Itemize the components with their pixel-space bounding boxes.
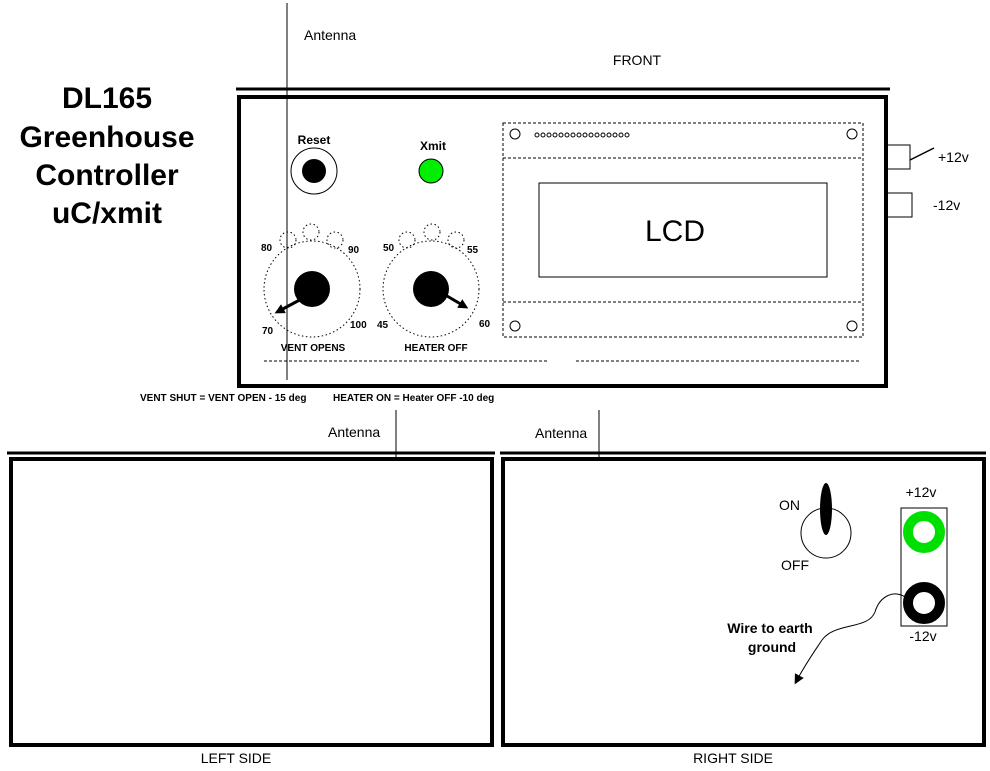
lcd-board-outline: [502, 122, 864, 338]
front-antenna-label: Antenna: [304, 27, 356, 43]
vent-dial-scale: [263, 240, 361, 338]
vent-dial-ear-1: [279, 231, 297, 249]
reset-button: [302, 159, 326, 183]
terminal-minus12: [903, 582, 945, 624]
front-minus12-label: -12v: [933, 197, 960, 213]
lcd-header-pins: [534, 132, 630, 138]
lcd-mount-hole-br: [846, 320, 858, 332]
right-side-label: RIGHT SIDE: [693, 750, 773, 766]
heater-tick-60: 60: [479, 319, 491, 330]
xmit-label: Xmit: [420, 139, 446, 153]
note-vent: VENT SHUT = VENT OPEN - 15 deg: [140, 393, 306, 404]
heater-dial-ear-3: [447, 231, 465, 249]
front-plus12-connector: [886, 144, 911, 170]
reset-label: Reset: [298, 133, 331, 147]
right-panel: [501, 457, 986, 747]
title-line-4: uC/xmit: [52, 197, 162, 230]
lcd-mount-hole-tr: [846, 128, 858, 140]
vent-dial: 80 90 70 100 VENT OPENS: [261, 223, 367, 354]
vent-knob-pointer: [274, 285, 325, 314]
vent-tick-80: 80: [261, 243, 273, 254]
xmit-led: [418, 158, 444, 184]
heater-off-label: HEATER OFF: [404, 343, 467, 354]
front-plus12-lead: [909, 147, 935, 161]
heater-knob-pointer: [429, 284, 469, 309]
heater-dial-ear-2: [423, 223, 441, 241]
vent-dial-ear-2: [302, 223, 320, 241]
binding-posts: +12v -12v: [900, 484, 948, 644]
heater-dial-ear-1: [398, 231, 416, 249]
note-heater: HEATER ON = Heater OFF -10 deg: [333, 393, 494, 404]
heater-tick-55: 55: [467, 245, 479, 256]
front-minus12-connector: [886, 192, 913, 218]
ground-wire-label-2: ground: [748, 639, 796, 655]
heater-tick-45: 45: [377, 320, 389, 331]
off-label: OFF: [781, 557, 809, 573]
front-plus12-label: +12v: [938, 149, 969, 165]
terminal-plus12: [903, 511, 945, 553]
lcd-module: LCD: [502, 122, 864, 338]
lcd-screen: [538, 182, 828, 278]
vent-tick-70: 70: [262, 326, 274, 337]
vent-opens-label: VENT OPENS: [281, 343, 346, 354]
power-switch-lever: [820, 483, 832, 535]
post-minus12-label: -12v: [909, 628, 936, 644]
right-antenna-label: Antenna: [535, 425, 587, 441]
ground-wire-label-1: Wire to earth: [727, 620, 812, 636]
on-label: ON: [779, 497, 800, 513]
heater-tick-50: 50: [383, 243, 395, 254]
title-line-1: DL165: [62, 82, 152, 115]
heater-knob: [413, 271, 449, 307]
front-panel: [237, 95, 888, 388]
ground-wire: [794, 593, 906, 685]
post-plus12-label: +12v: [906, 484, 937, 500]
left-panel: [9, 457, 494, 747]
left-side-label: LEFT SIDE: [201, 750, 272, 766]
front-power-connectors: +12v -12v: [886, 144, 969, 218]
left-antenna-label: Antenna: [328, 424, 380, 440]
vent-tick-90: 90: [348, 245, 360, 256]
front-label: FRONT: [613, 52, 662, 68]
lcd-label: LCD: [645, 215, 705, 248]
power-switch: ON OFF: [779, 483, 852, 573]
lcd-mount-hole-tl: [509, 128, 521, 140]
vent-tick-100: 100: [350, 320, 367, 331]
heater-dial-scale: [382, 240, 480, 338]
title-line-2: Greenhouse: [19, 121, 194, 154]
heater-dial: 50 55 45 60 HEATER OFF: [377, 223, 491, 354]
vent-dial-ear-3: [326, 231, 344, 249]
lcd-mount-hole-bl: [509, 320, 521, 332]
title-line-3: Controller: [35, 159, 179, 192]
